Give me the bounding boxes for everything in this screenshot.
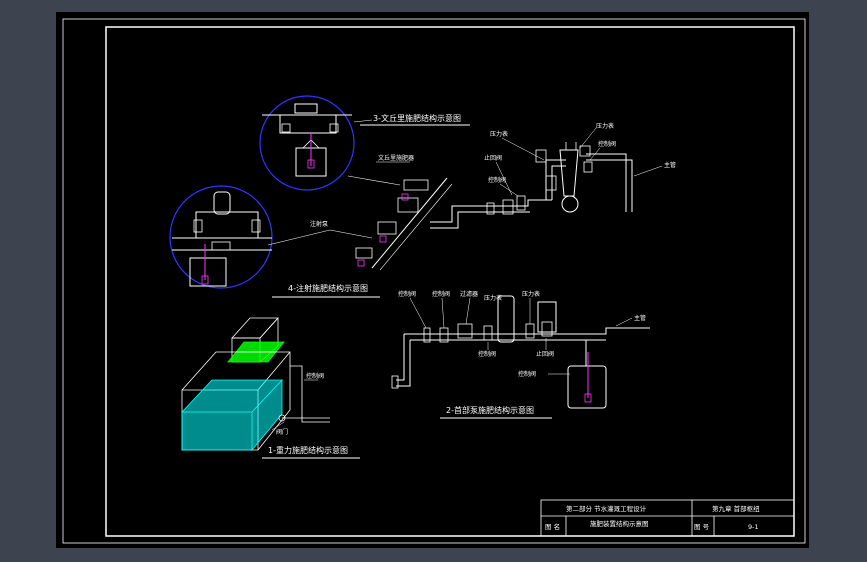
sheet-background (56, 12, 809, 548)
label-pressure-b: 压力表 (522, 290, 540, 298)
diagram-injection: 4-注射施肥结构示意图 (169, 185, 380, 298)
label-ctl-valve-a: 控制阀 (398, 290, 416, 298)
label-check-valve-b: 止回阀 (536, 350, 554, 358)
label-gravity-control-valve: 控制阀 (306, 372, 324, 380)
tb-chapter: 第九章 首部枢纽 (712, 504, 760, 513)
diagram-pump-fertigation: 控制阀 控制阀 过滤器 压力表 压力表 控制阀 止回阀 主管 控制阀 2-首部泵… (391, 290, 650, 419)
tb-section: 第二部分 节水灌溉工程设计 (566, 504, 647, 513)
title-block: 第二部分 节水灌溉工程设计 第九章 首部枢纽 图 名 施肥装置结构示意图 图 号… (540, 499, 795, 537)
label-pressure-gauge-2: 压力表 (596, 122, 614, 130)
label-check-valve: 止回阀 (484, 154, 502, 162)
tb-drawing-name: 施肥装置结构示意图 (590, 519, 649, 528)
tb-name-label: 图 名 (545, 522, 560, 531)
label-control-valve-2: 控制阀 (598, 140, 616, 148)
detail-circle-venturi (259, 95, 355, 191)
diagram-main-pipeline: 压力表 止回阀 控制阀 压力表 控制阀 主管 (355, 122, 676, 271)
detail-circle-injection (169, 185, 273, 289)
label-ctl-valve-d: 控制阀 (518, 370, 536, 378)
title-injection: 4-注射施肥结构示意图 (288, 283, 368, 293)
tb-no-label: 图 号 (694, 523, 710, 531)
sheet-inner-border (62, 18, 806, 544)
label-ctl-valve-c: 控制阀 (478, 350, 496, 358)
label-injection-pump: 注射泵 (310, 220, 328, 228)
drawing-frame (105, 26, 795, 537)
title-venturi: 3-文丘里施肥结构示意图 (373, 113, 461, 123)
label-control-valve-1: 控制阀 (488, 176, 506, 184)
diagram-venturi: 3-文丘里施肥结构示意图 (259, 95, 470, 191)
label-venturi-device: 文丘里施肥器 (378, 154, 414, 162)
label-pressure-a: 压力表 (484, 294, 502, 302)
label-main-pipe-bottom: 主管 (634, 314, 646, 322)
label-filter: 过滤器 (460, 290, 478, 298)
label-gravity-valve: 阀门 (276, 428, 288, 436)
title-pump: 2-首部泵施肥结构示意图 (446, 405, 534, 415)
title-gravity: 1-重力施肥结构示意图 (268, 445, 348, 455)
tb-drawing-no: 9-1 (748, 523, 759, 531)
diagram-gravity: 控制阀 阀门 1-重力施肥结构示意图 (181, 317, 360, 459)
label-main-pipe-top: 主管 (664, 161, 676, 169)
label-pressure-gauge-1: 压力表 (490, 130, 508, 138)
label-ctl-valve-b: 控制阀 (432, 290, 450, 298)
